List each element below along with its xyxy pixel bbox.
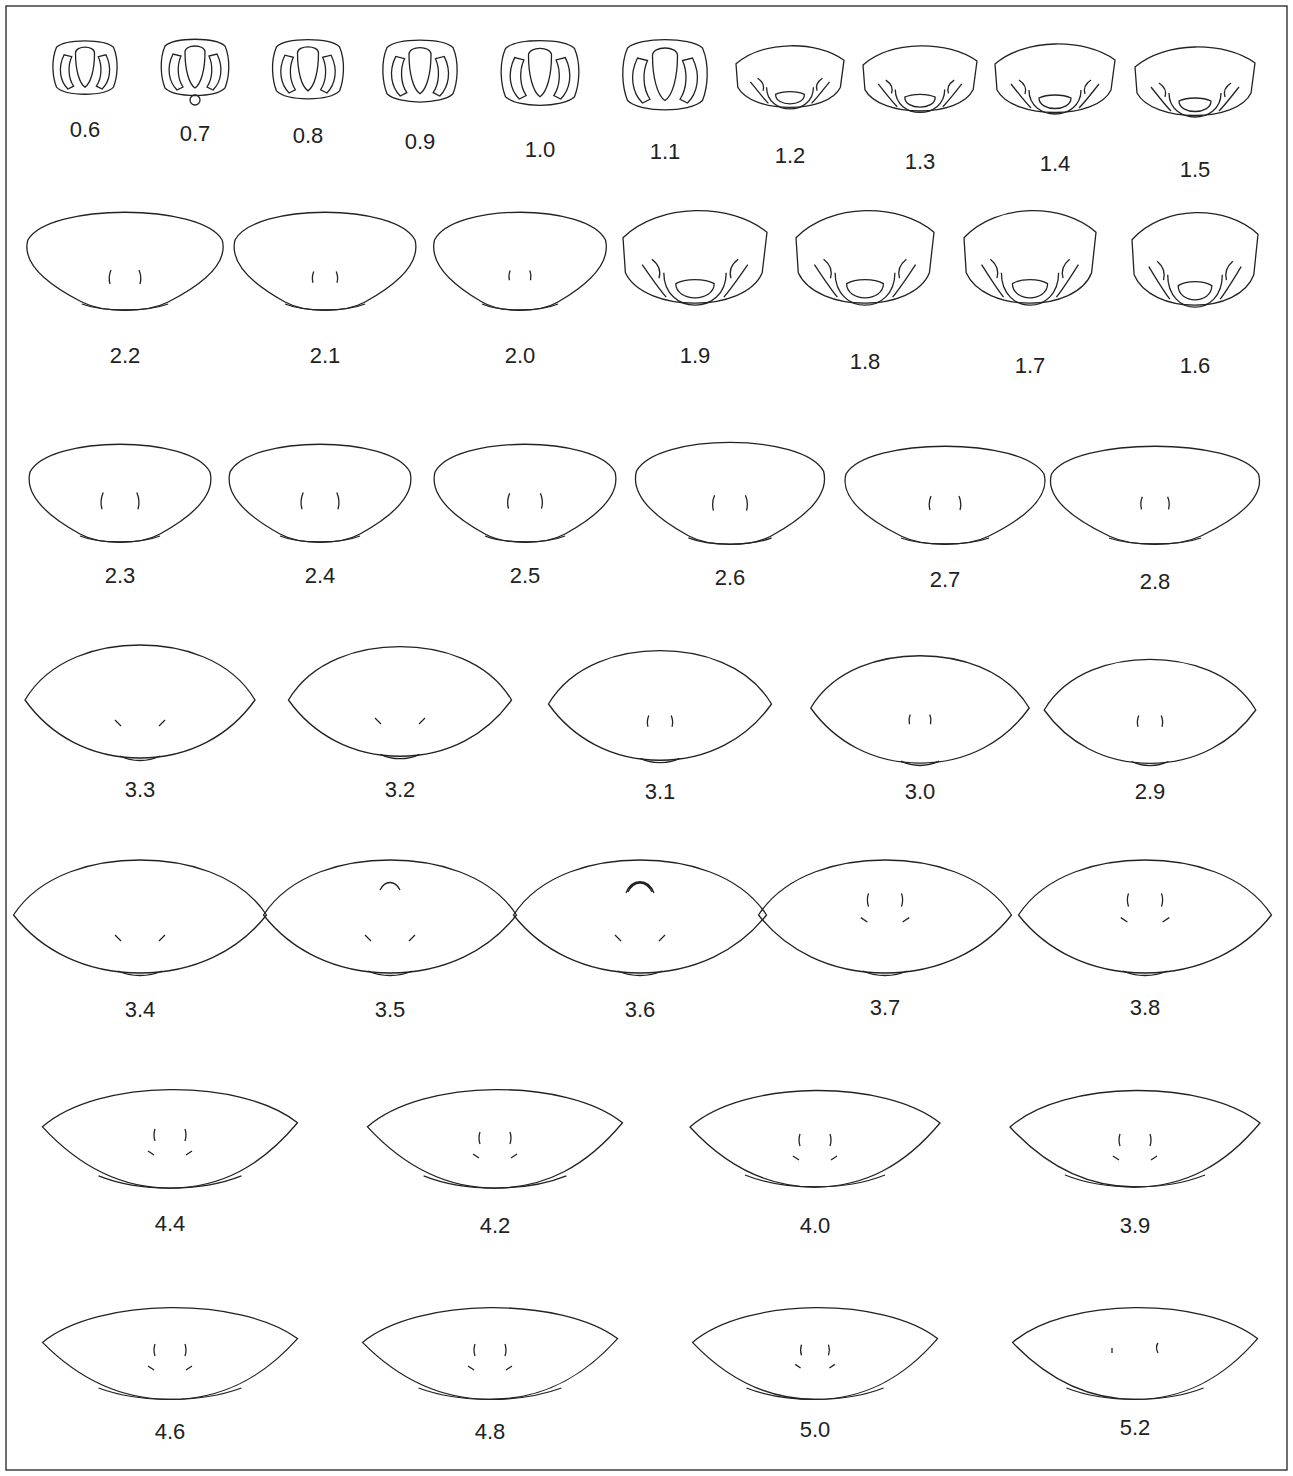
section-number: 0.7 — [180, 122, 211, 146]
row-1-sections — [53, 39, 1255, 117]
section-number: 3.0 — [905, 780, 936, 804]
frame — [6, 6, 1287, 1470]
section-number: 2.0 — [505, 344, 536, 368]
section-number: 4.2 — [480, 1214, 511, 1238]
section-number: 0.6 — [70, 118, 101, 142]
row-2-sections — [27, 211, 1258, 311]
row-6-sections — [43, 1090, 1261, 1188]
section-number: 3.3 — [125, 778, 156, 802]
row-4-sections — [25, 645, 1256, 766]
section-number: 2.5 — [510, 564, 541, 588]
section-number: 2.1 — [310, 344, 341, 368]
section-number: 4.8 — [475, 1420, 506, 1444]
section-number: 2.7 — [930, 568, 961, 592]
section-number: 5.0 — [800, 1418, 831, 1442]
section-number: 1.6 — [1180, 354, 1211, 378]
row-7-sections — [43, 1308, 1258, 1400]
section-number: 1.1 — [650, 140, 681, 164]
section-number: 3.4 — [125, 998, 156, 1022]
section-number: 3.1 — [645, 780, 676, 804]
section-number: 1.4 — [1040, 152, 1071, 176]
section-number: 1.9 — [680, 344, 711, 368]
tick-mark — [1112, 1343, 1158, 1353]
section-number: 3.5 — [375, 998, 406, 1022]
section-number: 5.2 — [1120, 1416, 1151, 1440]
section-number: 2.3 — [105, 564, 136, 588]
section-number: 3.8 — [1130, 996, 1161, 1020]
section-number: 3.2 — [385, 778, 416, 802]
row-5-sections — [13, 860, 1271, 976]
section-number: 0.8 — [293, 124, 324, 148]
section-number: 2.2 — [110, 344, 141, 368]
arch-mark — [380, 883, 400, 891]
row-3-sections — [29, 442, 1259, 544]
section-number: 3.6 — [625, 998, 656, 1022]
section-number: 2.9 — [1135, 780, 1166, 804]
section-number: 0.9 — [405, 130, 436, 154]
section-number: 2.6 — [715, 566, 746, 590]
section-number: 4.0 — [800, 1214, 831, 1238]
section-number: 4.4 — [155, 1212, 186, 1236]
section-number: 1.2 — [775, 144, 806, 168]
section-number: 1.0 — [525, 138, 556, 162]
section-number: 4.6 — [155, 1420, 186, 1444]
section-number: 2.8 — [1140, 570, 1171, 594]
section-number: 3.7 — [870, 996, 901, 1020]
section-number: 3.9 — [1120, 1214, 1151, 1238]
section-number: 1.3 — [905, 150, 936, 174]
arch-mark — [626, 882, 654, 893]
section-number: 2.4 — [305, 564, 336, 588]
section-number: 1.7 — [1015, 354, 1046, 378]
section-number: 1.8 — [850, 350, 881, 374]
section-number: 1.5 — [1180, 158, 1211, 182]
